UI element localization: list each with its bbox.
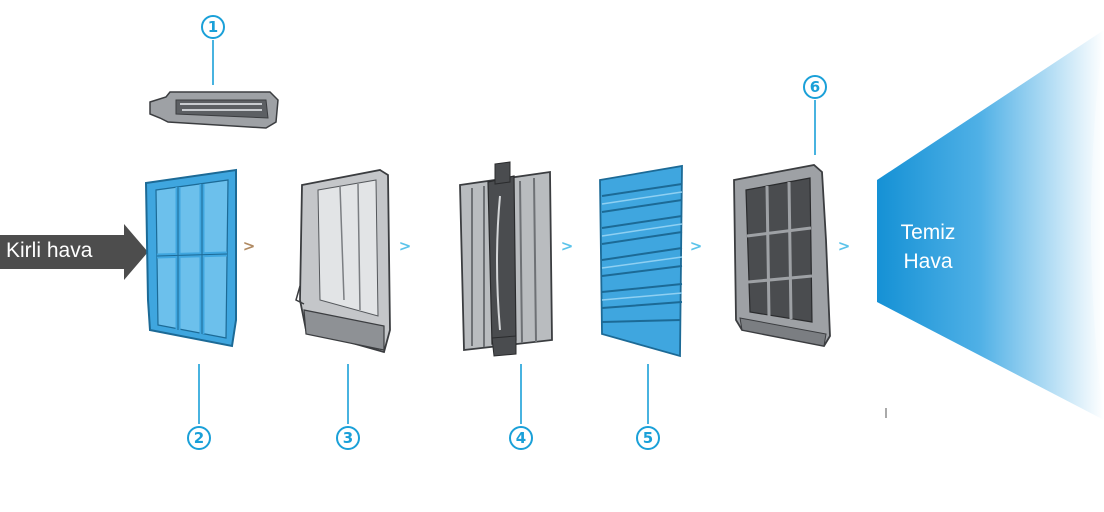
callout-lines [198, 40, 816, 424]
badge-6: 6 [803, 75, 827, 99]
badge-1: 1 [201, 15, 225, 39]
svg-text:6: 6 [810, 78, 820, 96]
arrow-right-icon [0, 224, 148, 280]
chevron-right-icon: > [838, 237, 851, 255]
svg-text:1: 1 [208, 18, 218, 36]
clean-air-plume [877, 30, 1104, 420]
filter-3-frame [295, 169, 391, 354]
svg-text:3: 3 [343, 429, 353, 447]
filter-2-prefilter [144, 168, 237, 348]
filter-4-cartridge [459, 161, 553, 357]
badge-2: 2 [187, 426, 211, 450]
svg-text:4: 4 [516, 429, 526, 447]
chevron-right-icon: > [690, 237, 703, 255]
filter-5-pleated [599, 164, 683, 358]
svg-text:2: 2 [194, 429, 204, 447]
dirty-air-label: Kirli hava [6, 239, 93, 262]
filter-1-cartridge [149, 91, 279, 129]
clean-air-label-line2: Hava [903, 250, 953, 273]
badge-3: 3 [336, 426, 360, 450]
svg-text:5: 5 [643, 429, 653, 447]
clean-air-label-line1: Temiz [900, 221, 956, 244]
filter-6-hepa [733, 164, 831, 348]
chevron-right-icon: > [561, 237, 574, 255]
chevron-right-icon: > [399, 237, 412, 255]
badge-4: 4 [509, 426, 533, 450]
clean-air-label: Temiz Hava [880, 218, 976, 276]
badge-5: 5 [636, 426, 660, 450]
chevron-right-icon: > [243, 237, 256, 255]
